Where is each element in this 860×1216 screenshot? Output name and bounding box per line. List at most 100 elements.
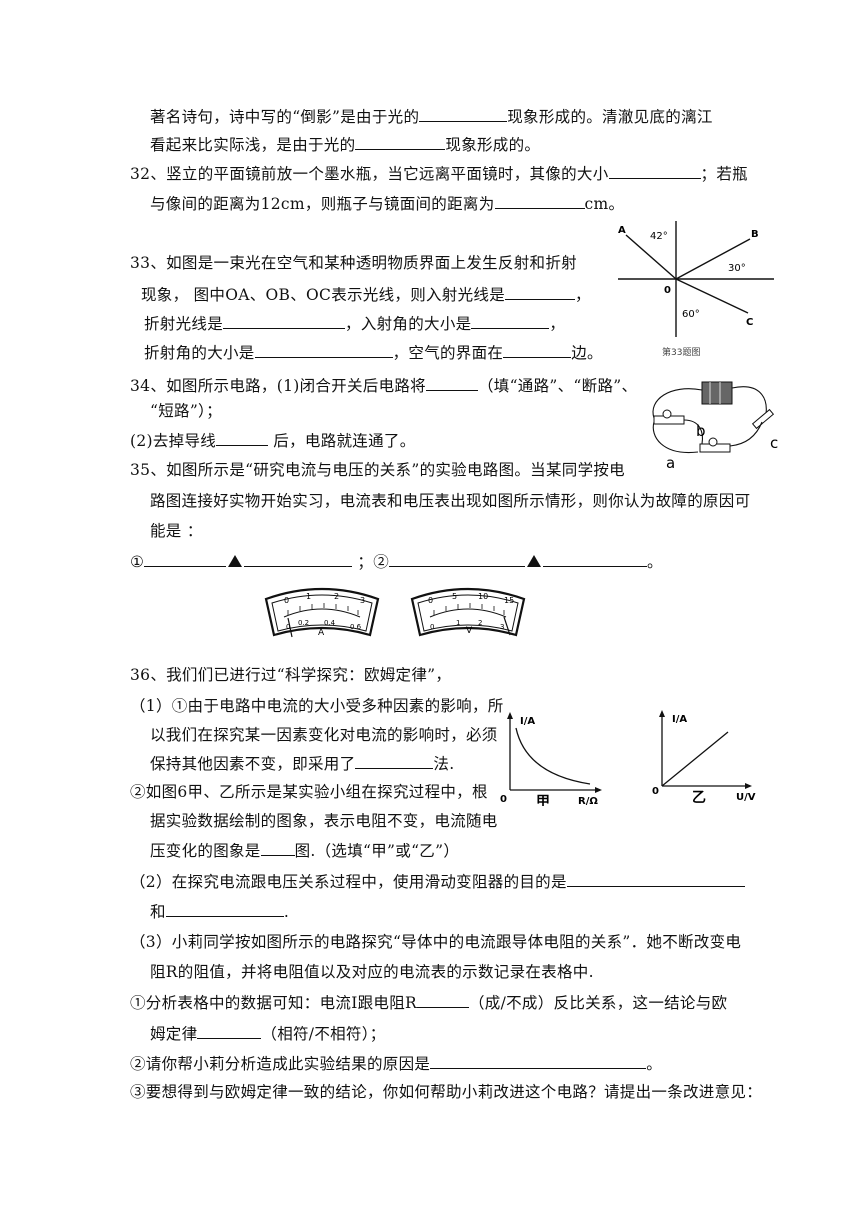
svg-text:I/A: I/A [520, 716, 535, 727]
ammeter-unit: A [318, 628, 325, 638]
q34-blank-2[interactable] [216, 430, 269, 446]
svg-text:0: 0 [286, 623, 290, 631]
q31-blank-2[interactable] [355, 134, 446, 150]
bulb-2-icon [708, 437, 718, 447]
wire-label-a: a [666, 454, 675, 472]
q33-blank-refracted[interactable] [223, 313, 346, 329]
graph-jia-name: 甲 [536, 794, 550, 806]
svg-text:2: 2 [478, 619, 482, 627]
q36-l13: 姆定律（相符/不相符）； [150, 1023, 386, 1043]
svg-text:3: 3 [500, 623, 504, 631]
q36-blank-purpose-1[interactable] [566, 871, 745, 887]
q32-blank-1[interactable] [608, 163, 701, 179]
q33-blank-incident[interactable] [505, 284, 575, 300]
svg-text:0: 0 [428, 596, 433, 605]
switch-icon [751, 408, 775, 430]
q35-answer-line: ① ；②。 [130, 551, 663, 571]
refraction-figure: A B C 0 42° 30° 60° [618, 221, 774, 337]
label-o: 0 [664, 285, 671, 296]
q34-blank-1[interactable] [425, 375, 478, 391]
graph-yi-name: 乙 [692, 790, 706, 804]
q35-blank-1b[interactable] [244, 551, 353, 567]
svg-text:0: 0 [430, 623, 434, 631]
ray-oc [675, 278, 749, 314]
q32-line1: 32、竖立的平面镜前放一个墨水瓶，当它远离平面镜时，其像的大小；若瓶 [130, 163, 748, 183]
angle-c-label: 60° [682, 309, 700, 320]
q36-blank-purpose-2[interactable] [165, 901, 284, 917]
circuit-figure: a b c [652, 381, 778, 472]
q36-blank-consistency[interactable] [197, 1023, 262, 1039]
q36-blank-method[interactable] [355, 753, 434, 769]
q34-line3: (2)去掉导线 后，电路就连通了。 [130, 430, 416, 450]
wire-top-right [731, 386, 767, 415]
q36-l9: 和. [150, 901, 290, 921]
q35-blank-1a[interactable] [144, 551, 227, 567]
wire-a [652, 421, 699, 454]
q34-line2: “短路”）； [150, 402, 222, 420]
q35-line2: 路图连接好实物开始实习，电流表和电压表出现如图所示情形，则你认为故障的原因可 [150, 492, 751, 510]
label-c: C [746, 317, 753, 328]
q36-l15: ③要想得到与欧姆定律一致的结论，你如何帮助小莉改进这个电路？请提出一条改进意见： [130, 1083, 763, 1101]
q33-figure-caption: 第33题图 [662, 348, 701, 358]
q36-blank-graph[interactable] [260, 840, 295, 856]
triangle-icon [527, 555, 542, 567]
q31-line2: 看起来比实际浅，是由于光的现象形成的。 [150, 134, 541, 154]
q32-blank-2[interactable] [494, 193, 585, 209]
ammeter-icon: 0 1 2 3 0 0.2 0.4 0.6 A [264, 587, 380, 638]
ray-ob [675, 238, 751, 280]
q36-line1: 36、我们们已进行过“科学探究：欧姆定律”， [130, 666, 452, 684]
voltmeter-needle [503, 616, 511, 636]
q36-blank-reason[interactable] [430, 1053, 647, 1069]
svg-text:0.2: 0.2 [298, 619, 309, 627]
q36-l12: ①分析表格中的数据可知：电流I跟电阻R（成/不成）反比关系，这一结论与欧 [130, 992, 728, 1012]
q36-l4: 保持其他因素不变，即采用了法. [150, 753, 455, 773]
q35-blank-2a[interactable] [389, 551, 526, 567]
voltmeter-icon: 0 5 10 15 0 1 2 3 V [410, 587, 526, 637]
svg-text:10: 10 [478, 592, 488, 601]
graph-jia: I/A 0 R/Ω 甲 [500, 712, 602, 806]
voltmeter-unit: V [466, 626, 473, 636]
q33-blank-incidence-angle[interactable] [471, 313, 550, 329]
q31-line1: 著名诗句，诗中写的“倒影”是由于光的现象形成的。清澈见底的漓江 [150, 106, 713, 126]
svg-text:1: 1 [306, 592, 311, 601]
q33-line3: 折射光线是，入射角的大小是， [144, 313, 566, 333]
q31-blank-1[interactable] [419, 106, 508, 122]
q36-l11: 阻R的阻值，并将电阻值以及对应的电流表的示数记录在表格中. [150, 963, 594, 981]
q34-line1: 34、如图所示电路，(1)闭合开关后电路将（填“通路”、“断路”、 [130, 375, 638, 395]
svg-text:0: 0 [652, 786, 659, 797]
q35-line1: 35、如图所示是“研究电流与电压的关系”的实验电路图。当某同学按电 [130, 461, 625, 479]
svg-text:U/V: U/V [736, 792, 756, 803]
wire-label-b: b [696, 422, 706, 440]
wire-c [729, 421, 763, 447]
svg-text:0: 0 [284, 596, 289, 605]
wire-b [683, 419, 704, 445]
label-b: B [751, 229, 759, 240]
svg-text:R/Ω: R/Ω [578, 796, 598, 806]
svg-text:1: 1 [456, 619, 460, 627]
svg-text:2: 2 [334, 592, 339, 601]
q33-line4: 折射角的大小是，空气的界面在边。 [144, 342, 603, 362]
svg-text:0.6: 0.6 [350, 623, 362, 631]
angle-a-label: 42° [650, 231, 668, 242]
svg-text:3: 3 [360, 596, 365, 605]
q36-l2: （1）①由于电路中电流的大小受多种因素的影响，所 [130, 697, 504, 715]
svg-text:5: 5 [452, 592, 457, 601]
q36-l6: 据实验数据绘制的图象，表示电阻不变，电流随电 [150, 812, 498, 830]
svg-text:I/A: I/A [672, 714, 687, 725]
graph-yi: I/A 0 U/V 乙 [652, 710, 756, 804]
q36-blank-proportion[interactable] [417, 992, 469, 1008]
triangle-icon [228, 555, 243, 567]
svg-text:0.4: 0.4 [324, 619, 336, 627]
q33-blank-air-side[interactable] [503, 342, 572, 358]
q36-l8: （2）在探究电流跟电压关系过程中，使用滑动变阻器的目的是 [130, 871, 745, 892]
q36-l5: ②如图6甲、乙所示是某实验小组在探究过程中，根 [130, 783, 488, 801]
bulb-1-icon [662, 409, 672, 419]
angle-b-label: 30° [728, 263, 746, 274]
q35-blank-2b[interactable] [543, 551, 648, 567]
graph-jia-curve [515, 727, 591, 785]
q33-blank-refraction-angle[interactable] [254, 342, 393, 358]
wire-top-left [652, 388, 703, 419]
wire-label-c: c [770, 434, 778, 452]
q36-l7: 压变化的图象是图.（选填“甲”或“乙”） [150, 840, 460, 860]
